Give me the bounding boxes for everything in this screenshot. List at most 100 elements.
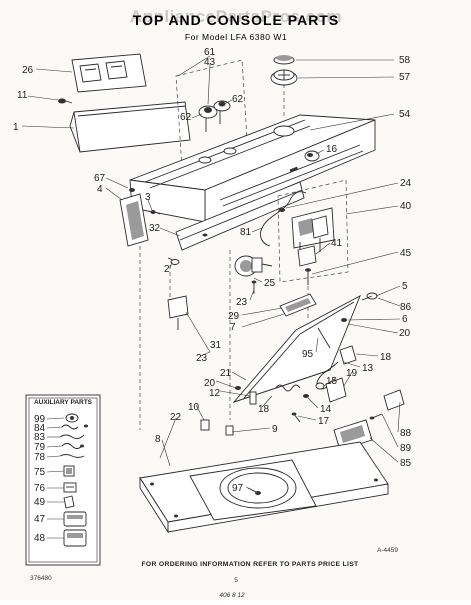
callout-62-right: 62 xyxy=(232,94,244,105)
handwritten-mark: 406 8 12 xyxy=(219,592,245,599)
callout-10: 10 xyxy=(188,402,200,413)
callout-4: 4 xyxy=(97,184,103,195)
aux-label-79: 79 xyxy=(34,442,46,453)
part-54-console-housing xyxy=(129,114,376,223)
callout-13: 13 xyxy=(362,363,374,374)
callout-24: 24 xyxy=(400,178,412,189)
part-3-screw xyxy=(150,210,161,215)
callout-45: 45 xyxy=(400,248,412,259)
part-2-clip xyxy=(167,257,180,265)
auxiliary-parts-heading: AUXILIARY PARTS xyxy=(34,399,93,406)
aux-83-icon xyxy=(59,434,85,440)
callout-29: 29 xyxy=(228,311,240,322)
aux-label-84: 84 xyxy=(34,423,46,434)
callout-62-left: 62 xyxy=(180,112,192,123)
callout-1: 1 xyxy=(13,122,19,133)
callout-95: 95 xyxy=(302,349,314,360)
callout-57: 57 xyxy=(399,72,411,83)
auxiliary-parts-box: AUXILIARY PARTS xyxy=(25,394,101,566)
watermark: AppliancePartsPros.com xyxy=(130,7,342,26)
part-16-switch xyxy=(304,150,320,162)
callout-54: 54 xyxy=(399,109,411,120)
aux-48-icon xyxy=(63,529,87,547)
callout-9: 9 xyxy=(272,424,278,435)
callout-22: 22 xyxy=(170,412,182,423)
part-25-pressure-switch xyxy=(234,255,273,277)
part-26-panel-trim xyxy=(71,53,147,93)
part-67-screw xyxy=(129,188,135,192)
callout-16: 16 xyxy=(326,144,338,155)
callout-67: 67 xyxy=(94,173,106,184)
part-21-lid xyxy=(232,295,361,403)
callout-61: 61 xyxy=(204,47,216,58)
aux-47-icon xyxy=(63,511,87,527)
callout-25: 25 xyxy=(264,278,276,289)
callout-43: 43 xyxy=(204,57,216,68)
part-15-wire-clip xyxy=(315,382,325,390)
aux-label-75: 75 xyxy=(34,467,46,478)
callout-12: 12 xyxy=(209,388,221,399)
part-12-hinge-pin xyxy=(249,391,257,405)
callout-20-left: 20 xyxy=(204,378,216,389)
document-number: 376480 xyxy=(30,575,52,582)
aux-84-icon xyxy=(61,424,88,430)
callout-20-right: 20 xyxy=(399,328,411,339)
callout-23-upper: 23 xyxy=(236,297,248,308)
aux-label-78: 78 xyxy=(34,452,46,463)
part-89-connector xyxy=(369,413,383,420)
part-18-spring xyxy=(275,384,301,392)
part-88-switch xyxy=(383,389,405,411)
figure-code: A-4459 xyxy=(377,547,398,554)
callout-14: 14 xyxy=(320,404,332,415)
part-6-lid-bumper xyxy=(341,318,347,322)
aux-label-83: 83 xyxy=(34,432,46,443)
part-10-bumper xyxy=(200,419,210,431)
callout-89: 89 xyxy=(400,443,412,454)
callout-leader-lines xyxy=(21,55,401,493)
ordering-footer: FOR ORDERING INFORMATION REFER TO PARTS … xyxy=(141,561,359,568)
callout-21: 21 xyxy=(220,368,232,379)
part-45-screw xyxy=(305,268,311,285)
aux-label-47: 47 xyxy=(34,514,46,525)
callout-58: 58 xyxy=(399,55,411,66)
part-81-wire xyxy=(261,191,307,229)
aux-78-icon xyxy=(59,454,85,458)
callout-26: 26 xyxy=(22,65,34,76)
aux-label-49: 49 xyxy=(34,497,46,508)
part-24-screw xyxy=(279,208,285,212)
model-subtitle: For Model LFA 6380 W1 xyxy=(185,32,287,42)
callout-19: 19 xyxy=(346,368,358,379)
aux-99-icon xyxy=(65,413,79,423)
aux-79-icon xyxy=(61,443,84,449)
aux-label-76: 76 xyxy=(34,483,46,494)
callout-18-right: 18 xyxy=(380,352,392,363)
part-20-screw-lower xyxy=(235,386,241,390)
callout-7: 7 xyxy=(230,322,236,333)
part-86-hinge xyxy=(361,292,378,301)
callout-88: 88 xyxy=(400,428,412,439)
aux-76-icon xyxy=(63,482,77,493)
part-23-screw-upper xyxy=(251,280,257,294)
part-11-screw xyxy=(58,98,73,104)
part-29-lid-handle xyxy=(279,293,317,317)
part-19-switch-bracket xyxy=(325,377,347,403)
part-31-hinge-block xyxy=(167,295,189,330)
part-57-timer-knob xyxy=(270,69,298,86)
callout-85: 85 xyxy=(400,458,412,469)
page-title: TOP AND CONSOLE PARTS xyxy=(133,12,339,28)
part-14-screw xyxy=(303,394,309,398)
aux-leader-lines xyxy=(46,417,65,539)
callout-6: 6 xyxy=(402,314,408,325)
switch-assembly-outline xyxy=(175,59,251,201)
callout-2: 2 xyxy=(164,264,170,275)
callout-41: 41 xyxy=(331,238,343,249)
callout-18-left: 18 xyxy=(258,404,270,415)
callout-15: 15 xyxy=(326,376,338,387)
part-62-timer-knob-mount xyxy=(198,100,231,132)
callout-86: 86 xyxy=(400,302,412,313)
part-9-bumper xyxy=(225,425,234,436)
callout-31: 31 xyxy=(210,340,222,351)
callout-97: 97 xyxy=(232,483,244,494)
part-17-screw xyxy=(291,412,301,423)
